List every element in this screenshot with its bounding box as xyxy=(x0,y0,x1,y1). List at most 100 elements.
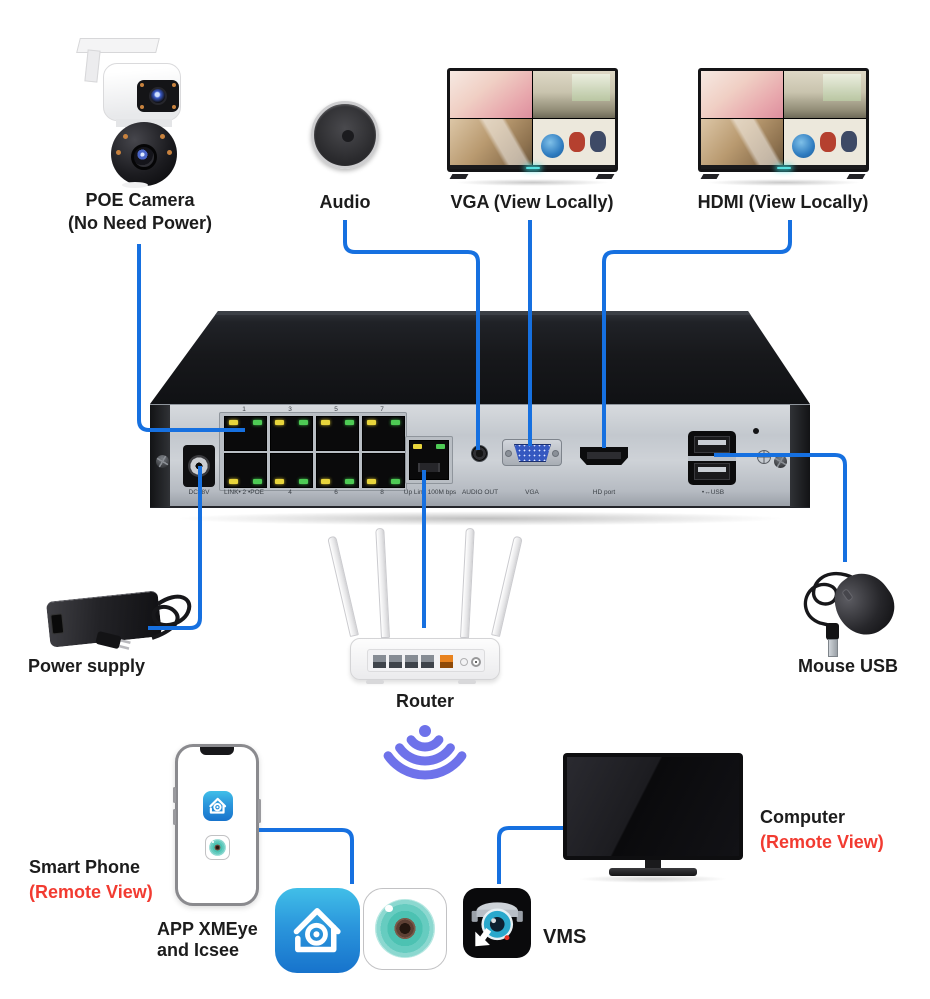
lan-port xyxy=(373,655,386,668)
tv-shadow xyxy=(706,179,861,186)
poe-port-number: 3 xyxy=(288,406,292,413)
audio-out-label: AUDIO OUT xyxy=(461,489,499,496)
poe-link-label: LINK• 2 •POE xyxy=(224,489,264,496)
label-poe-camera-line1: POE Camera xyxy=(85,190,195,210)
camera-feed-livingroom xyxy=(533,71,615,118)
poe-port-number: 6 xyxy=(334,489,338,496)
phone-notch xyxy=(200,747,234,755)
camera-mount-arm xyxy=(84,49,101,83)
nvr-rear-panel: DC48V 1 3 5 7 LINK• 2 •POE 4 6 8 Up Link… xyxy=(150,404,810,508)
vga-monitor-screen xyxy=(450,71,615,165)
computer-frame xyxy=(563,753,743,860)
camera-front-window xyxy=(137,80,179,112)
camera-lens xyxy=(149,87,167,105)
phone-volume-button xyxy=(173,809,176,825)
dc-power-jack xyxy=(183,445,215,487)
label-smart-phone-remote: (Remote View) xyxy=(29,882,153,902)
poe-port-number: 8 xyxy=(380,489,384,496)
label-mouse: Mouse USB xyxy=(797,656,898,676)
router-foot xyxy=(366,680,384,684)
usb-plug-metal xyxy=(828,639,838,657)
uplink-port xyxy=(409,440,449,480)
router-image xyxy=(327,522,523,692)
label-poe-camera-line2: (No Need Power) xyxy=(67,213,213,233)
camera-ptz-dome xyxy=(111,122,177,186)
poe-port-block xyxy=(219,412,407,491)
globe xyxy=(792,134,816,159)
hdmi-port xyxy=(580,447,628,465)
icsee-app-icon xyxy=(363,888,447,970)
label-hdmi: HDMI (View Locally) xyxy=(697,192,869,212)
connector-phone-to-apps xyxy=(259,828,354,884)
poe-port xyxy=(362,453,405,488)
vms-app-icon xyxy=(463,888,531,958)
nvr-shadow xyxy=(165,511,795,526)
vga-port-label: VGA xyxy=(525,489,539,496)
poe-port xyxy=(224,453,267,488)
router-antenna xyxy=(460,527,475,639)
camera-dome-lens xyxy=(131,144,157,170)
camera-feed-dog xyxy=(701,118,783,165)
tv-power-led xyxy=(776,167,791,169)
dc-jack-label: DC48V xyxy=(188,489,210,496)
camera-feed-livingroom xyxy=(784,71,866,118)
hdmi-monitor-image xyxy=(698,68,869,186)
poe-port xyxy=(270,453,313,488)
label-app-line1: APP XMEye xyxy=(157,919,258,939)
label-app-line2: and Icsee xyxy=(157,940,240,960)
poe-port xyxy=(316,416,359,451)
lan-port xyxy=(405,655,418,668)
usb-plug-overmold xyxy=(826,623,839,640)
nvr-chassis-top xyxy=(150,311,810,404)
camera-feed-dog xyxy=(450,118,532,165)
ground-screw xyxy=(757,450,771,464)
audio-speaker-hub xyxy=(342,130,354,142)
audio-out-jack xyxy=(471,445,488,462)
camera-feed-kids xyxy=(533,118,615,165)
hdmi-port-label: HD port xyxy=(592,489,616,496)
xmeye-app-icon xyxy=(275,888,360,973)
computer-screen xyxy=(567,757,739,856)
label-vms: VMS xyxy=(543,926,587,948)
label-computer-remote: (Remote View) xyxy=(760,832,884,852)
label-router: Router xyxy=(396,691,454,711)
poe-port xyxy=(362,416,405,451)
computer-stand-base xyxy=(609,868,697,876)
hdmi-monitor-screen xyxy=(701,71,866,165)
usb-label: •↔USB xyxy=(701,489,725,496)
router-antenna xyxy=(491,535,523,638)
router-antenna xyxy=(375,527,390,639)
reset-hole xyxy=(753,428,759,434)
computer-shadow xyxy=(578,875,728,883)
phone-power-button xyxy=(258,799,261,823)
xmeye-app-icon-small xyxy=(203,791,233,821)
poe-port-number: 5 xyxy=(334,406,338,413)
phone-volume-button xyxy=(173,787,176,803)
label-audio: Audio xyxy=(319,192,371,212)
label-smart-phone: Smart Phone xyxy=(29,857,141,877)
label-poe-camera: POE Camera (No Need Power) xyxy=(30,189,250,235)
router-back-panel xyxy=(367,649,485,672)
poe-port xyxy=(316,453,359,488)
router-antenna xyxy=(327,535,359,638)
router-foot xyxy=(458,680,476,684)
lan-port xyxy=(389,655,402,668)
connector-computer-to-vms xyxy=(497,826,563,884)
wifi-icon xyxy=(383,725,467,780)
camera-feed-kids xyxy=(784,118,866,165)
label-computer: Computer xyxy=(760,807,845,827)
mouse-image xyxy=(780,562,910,660)
globe xyxy=(541,134,565,159)
label-power-supply: Power supply xyxy=(28,656,146,676)
wan-port xyxy=(440,655,453,668)
nvr-end-cap xyxy=(790,405,810,507)
usb-ports xyxy=(688,431,736,485)
router-dc-jack xyxy=(471,657,481,667)
router-body xyxy=(350,638,500,680)
poe-port-number: 4 xyxy=(288,489,292,496)
uplink-port-frame xyxy=(405,436,453,484)
camera-feed-baby xyxy=(450,71,532,118)
computer-stand-neck xyxy=(645,860,661,868)
tv-shadow xyxy=(455,179,610,186)
